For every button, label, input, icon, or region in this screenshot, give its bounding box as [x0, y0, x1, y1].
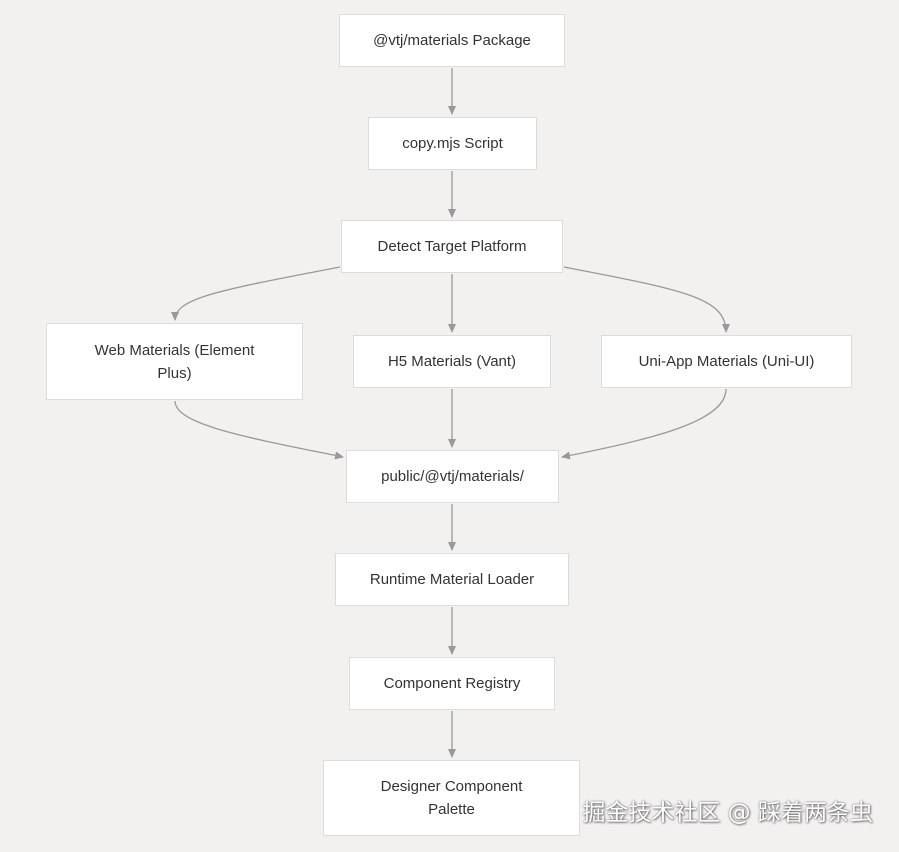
- node-detect-platform: Detect Target Platform: [341, 220, 563, 273]
- node-h5-materials: H5 Materials (Vant): [353, 335, 551, 388]
- node-uniapp-materials-label: Uni-App Materials (Uni-UI): [638, 353, 815, 370]
- edge-detect-to-web: [171, 266, 341, 321]
- node-component-registry: Component Registry: [349, 657, 555, 710]
- node-runtime-loader-label: Runtime Material Loader: [369, 571, 535, 588]
- node-public-materials-label: public/@vtj/materials/: [381, 468, 524, 485]
- edge-detect-to-uni: [563, 266, 730, 333]
- node-web-materials-label: Web Materials (Element Plus): [94, 341, 255, 382]
- node-public-materials: public/@vtj/materials/: [346, 450, 559, 503]
- node-copy-script-label: copy.mjs Script: [402, 135, 503, 152]
- node-designer-palette-label: Designer Component Palette: [380, 778, 523, 818]
- node-uniapp-materials: Uni-App Materials (Uni-UI): [601, 335, 852, 388]
- node-designer-palette: Designer Component Palette: [323, 760, 580, 836]
- node-component-registry-label: Component Registry: [383, 675, 521, 692]
- node-materials-package-label: @vtj/materials Package: [373, 32, 531, 49]
- node-web-materials: Web Materials (Element Plus): [46, 323, 303, 400]
- node-copy-script: copy.mjs Script: [368, 117, 537, 170]
- watermark-text: 掘金技术社区 @ 踩着两条虫: [582, 800, 873, 826]
- node-h5-materials-label: H5 Materials (Vant): [387, 353, 517, 370]
- edge-web-to-public: [174, 400, 344, 460]
- node-materials-package: @vtj/materials Package: [339, 14, 565, 67]
- edge-uni-to-public: [561, 388, 727, 460]
- node-runtime-loader: Runtime Material Loader: [335, 553, 569, 606]
- node-detect-platform-label: Detect Target Platform: [377, 238, 527, 255]
